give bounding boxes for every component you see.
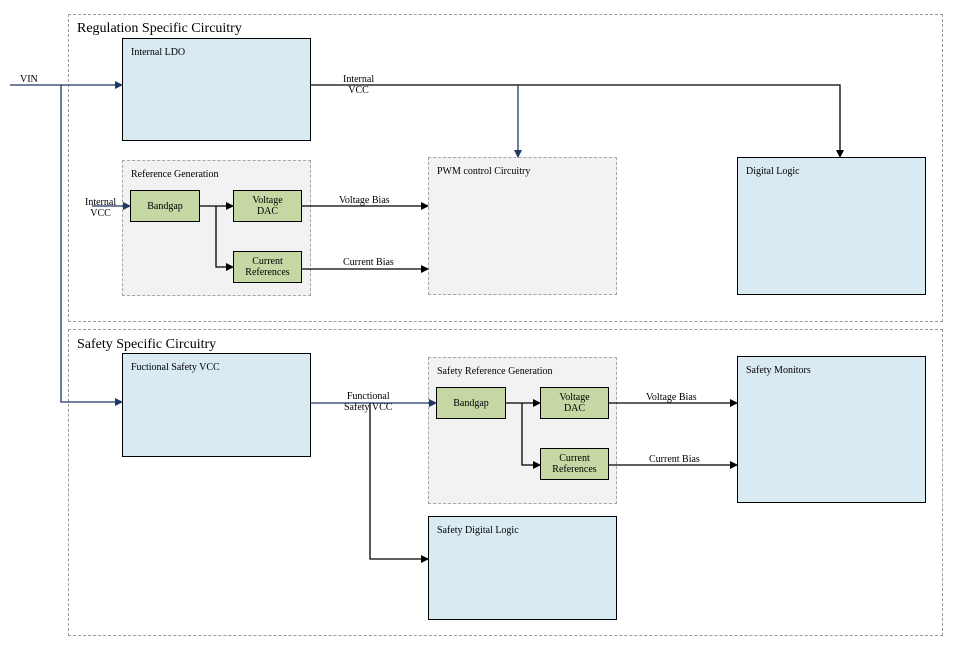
internal-vcc-ref-label: Internal VCC: [85, 197, 117, 219]
pwm-control-label: PWM control Circuitry: [437, 166, 531, 177]
safety-region: [68, 329, 943, 636]
vin-label: VIN: [20, 74, 38, 85]
regulation-region-title: Regulation Specific Circuitry: [77, 21, 242, 36]
safety-current-references-block: Current References: [540, 448, 609, 480]
current-references-block: Current References: [233, 251, 302, 283]
safety-digital-logic-block: Safety Digital Logic: [428, 516, 617, 620]
digital-logic-label: Digital Logic: [746, 166, 800, 177]
safety-region-title: Safety Specific Circuitry: [77, 337, 217, 352]
functional-safety-vcc-label: Fuctional Safety VCC: [131, 362, 220, 373]
digital-logic-block: Digital Logic: [737, 157, 926, 295]
regulation-region: [68, 14, 943, 322]
safety-current-bias-label: Current Bias: [649, 454, 700, 465]
safety-bandgap-to-current-ref-wire: [521, 403, 541, 469]
internal-vcc-top-label: Internal VCC: [343, 74, 375, 96]
safety-digital-logic-label: Safety Digital Logic: [437, 525, 519, 536]
safety-vcc-to-digital-logic-wire: [369, 403, 429, 563]
functional-safety-vcc-signal-label: Functional Safety VCC: [344, 391, 393, 413]
safety-monitors-block: Safety Monitors: [737, 356, 926, 503]
functional-safety-vcc-block: Fuctional Safety VCC: [122, 353, 311, 457]
current-bias-label: Current Bias: [343, 257, 394, 268]
reference-generation-label: Reference Generation: [131, 169, 219, 180]
pwm-control-block: PWM control Circuitry: [428, 157, 617, 295]
voltage-bias-label: Voltage Bias: [339, 195, 390, 206]
internal-ldo-label: Internal LDO: [131, 47, 186, 58]
safety-voltage-bias-label: Voltage Bias: [646, 392, 697, 403]
bandgap-to-current-ref-wire: [215, 206, 234, 271]
safety-monitors-label: Safety Monitors: [746, 365, 811, 376]
internal-ldo-block: Internal LDO: [122, 38, 311, 141]
vin-to-safety-vcc-wire: [60, 85, 123, 406]
safety-reference-generation-label: Safety Reference Generation: [437, 366, 553, 377]
voltage-dac-block: Voltage DAC: [233, 190, 302, 222]
safety-bandgap-block: Bandgap: [436, 387, 506, 419]
safety-voltage-dac-block: Voltage DAC: [540, 387, 609, 419]
internal-vcc-bus-wire: [311, 84, 844, 158]
